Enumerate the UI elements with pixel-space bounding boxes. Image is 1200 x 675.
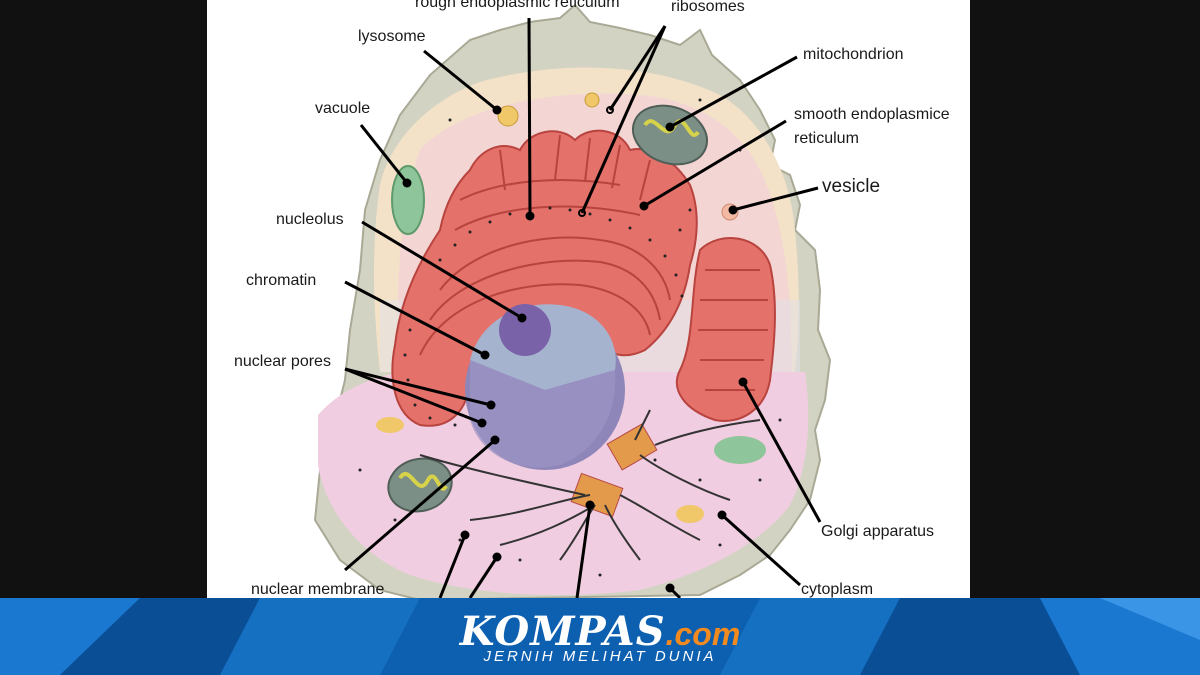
label-rough-er: rough endoplasmic reticulum [415,0,620,11]
pointer-cytoplasm [717,510,802,587]
pointer-extra-lower [438,500,682,600]
pointer-lysosome [423,49,502,115]
lysosome-body-2 [584,92,600,108]
lysosome-body-3 [376,417,404,433]
nucleolus-body [499,304,551,356]
label-chromatin: chromatin [246,272,317,289]
pointer-nuclear-membrane [344,435,500,572]
kompas-banner [0,598,1200,675]
pointer-chromatin [344,280,490,360]
pointer-nucleolus [361,220,527,323]
label-mitochondrion: mitochondrion [803,46,904,63]
pointer-smooth-er [639,119,787,211]
golgi-body [675,237,776,422]
cell-illustration [313,3,832,602]
label-vacuole: vacuole [315,100,371,117]
lysosome-body [497,105,519,127]
label-smooth-er: smooth endoplasmice reticulum [794,106,950,147]
label-nuclear-membrane: nuclear membrane [251,581,385,598]
pointer-ribosomes [578,25,667,217]
label-nuclear-pores: nuclear pores [234,353,331,370]
centrioles [570,423,658,518]
brand-tagline: JERNIH MELIHAT DUNIA [483,648,717,665]
label-vesicle: vesicle [822,176,881,197]
label-cytoplasm: cytoplasm [801,581,874,598]
leader-lines [344,17,822,600]
pointer-rough-er [525,17,535,221]
pointer-mitochondrion [665,55,798,132]
brand-logo: KOMPAS.com [0,608,1200,655]
vacuole-body-2 [714,436,766,464]
label-nucleolus: nucleolus [276,211,344,228]
cytoplasm-lower [318,372,809,595]
pointer-vesicle [728,186,819,215]
lysosome-body-4 [676,505,704,523]
brand-name-text: KOMPAS [459,608,666,655]
label-golgi: Golgi apparatus [821,523,934,540]
rough-er-folds [419,134,671,356]
label-ribosomes: ribosomes [671,0,745,15]
vacuole-body [391,165,425,235]
ribosome-dots [358,98,782,577]
pointer-vacuole [359,124,412,188]
label-lysosome: lysosome [358,28,426,45]
cytoskeleton [419,409,761,561]
nucleus-cut [470,360,616,468]
pointer-golgi [738,377,822,523]
pointer-nuclear-pores [344,367,496,428]
brand-suffix: .com [665,616,741,652]
